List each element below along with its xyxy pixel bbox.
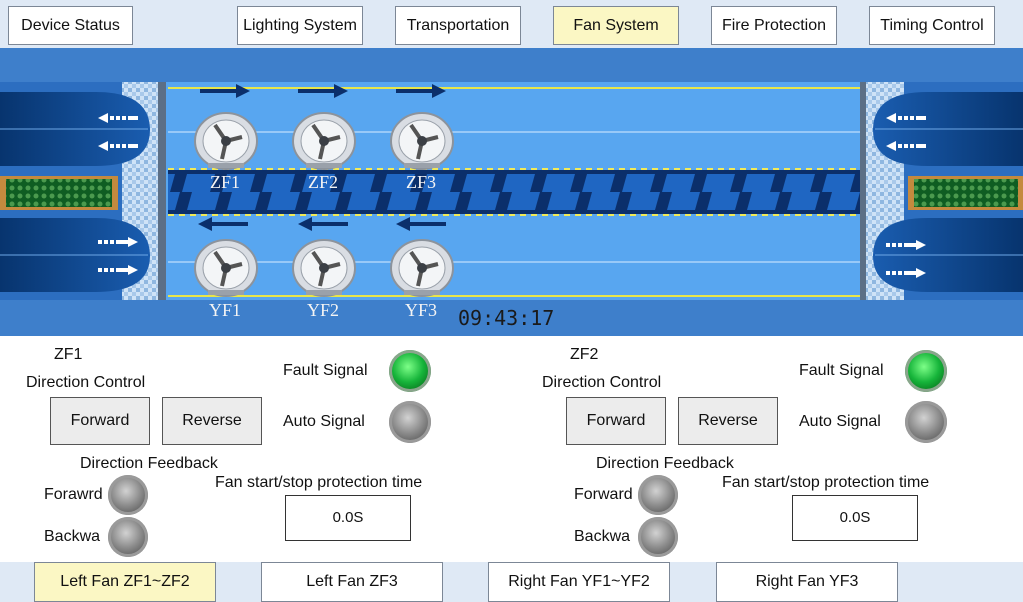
- feedback-backward-label: Backwa: [44, 528, 101, 545]
- fan-yf2-label: YF2: [306, 300, 339, 320]
- direction-control-label: Direction Control: [542, 374, 662, 391]
- tab-transportation[interactable]: Transportation: [395, 6, 521, 45]
- top-nav-bar: Device Status Lighting System Transporta…: [0, 0, 1023, 48]
- auto-signal-indicator: [905, 401, 947, 443]
- fault-signal-indicator: [389, 350, 431, 392]
- tab-timing-control[interactable]: Timing Control: [869, 6, 995, 45]
- fan-zf2-label: ZF2: [307, 172, 338, 192]
- fault-signal-label: Fault Signal: [799, 362, 884, 379]
- fan-name-label: ZF2: [570, 346, 599, 363]
- protection-time-value[interactable]: 0.0S: [792, 495, 918, 541]
- feedback-forward-label: Forawrd: [44, 486, 103, 503]
- feedback-backward-indicator: [638, 517, 678, 557]
- direction-feedback-label: Direction Feedback: [80, 455, 218, 472]
- feedback-forward-indicator: [108, 475, 148, 515]
- tab-lighting-system[interactable]: Lighting System: [237, 6, 363, 45]
- forward-button[interactable]: Forward: [566, 397, 666, 445]
- portal-arrows: [98, 113, 926, 278]
- tab-right-fan-yf1-yf2[interactable]: Right Fan YF1~YF2: [488, 562, 670, 602]
- auto-signal-indicator: [389, 401, 431, 443]
- protection-time-value[interactable]: 0.0S: [285, 495, 411, 541]
- fan-name-label: ZF1: [54, 346, 83, 363]
- fan-yf3-icon[interactable]: [386, 238, 456, 298]
- direction-feedback-label: Direction Feedback: [596, 455, 734, 472]
- tunnel-scene: ZF1 ZF2 ZF3 YF1 YF2 YF3 09:43:17: [0, 48, 1023, 336]
- forward-button[interactable]: Forward: [50, 397, 150, 445]
- fan-zf3-label: ZF3: [405, 172, 436, 192]
- fan-zf2-icon[interactable]: [288, 111, 358, 171]
- fan-zf1-label: ZF1: [209, 172, 240, 192]
- feedback-backward-indicator: [108, 517, 148, 557]
- auto-signal-label: Auto Signal: [283, 413, 365, 430]
- fan-yf1-icon[interactable]: [190, 238, 260, 298]
- fault-signal-indicator: [905, 350, 947, 392]
- feedback-backward-label: Backwa: [574, 528, 631, 545]
- protection-time-label: Fan start/stop protection time: [722, 474, 930, 491]
- tab-left-fan-zf1-zf2[interactable]: Left Fan ZF1~ZF2: [34, 562, 216, 602]
- fan-yf1-label: YF1: [208, 300, 241, 320]
- feedback-forward-label: Forward: [574, 486, 633, 503]
- protection-time-label: Fan start/stop protection time: [215, 474, 423, 491]
- tab-fan-system[interactable]: Fan System: [553, 6, 679, 45]
- fan-zf1-icon[interactable]: [190, 111, 260, 171]
- reverse-button[interactable]: Reverse: [678, 397, 778, 445]
- fan-zf3-icon[interactable]: [386, 111, 456, 171]
- clock-readout: 09:43:17: [458, 306, 555, 330]
- tab-left-fan-zf3[interactable]: Left Fan ZF3: [261, 562, 443, 602]
- tab-right-fan-yf3[interactable]: Right Fan YF3: [716, 562, 898, 602]
- tab-device-status[interactable]: Device Status: [8, 6, 133, 45]
- tunnel-drawing: [0, 48, 1023, 336]
- tab-fire-protection[interactable]: Fire Protection: [711, 6, 837, 45]
- bottom-nav-bar: Left Fan ZF1~ZF2 Left Fan ZF3 Right Fan …: [0, 562, 1023, 602]
- fan-yf3-label: YF3: [404, 300, 437, 320]
- reverse-button[interactable]: Reverse: [162, 397, 262, 445]
- direction-control-label: Direction Control: [26, 374, 146, 391]
- fault-signal-label: Fault Signal: [283, 362, 368, 379]
- feedback-forward-indicator: [638, 475, 678, 515]
- fan-yf2-icon[interactable]: [288, 238, 358, 298]
- airflow-arrows: [198, 84, 446, 231]
- auto-signal-label: Auto Signal: [799, 413, 881, 430]
